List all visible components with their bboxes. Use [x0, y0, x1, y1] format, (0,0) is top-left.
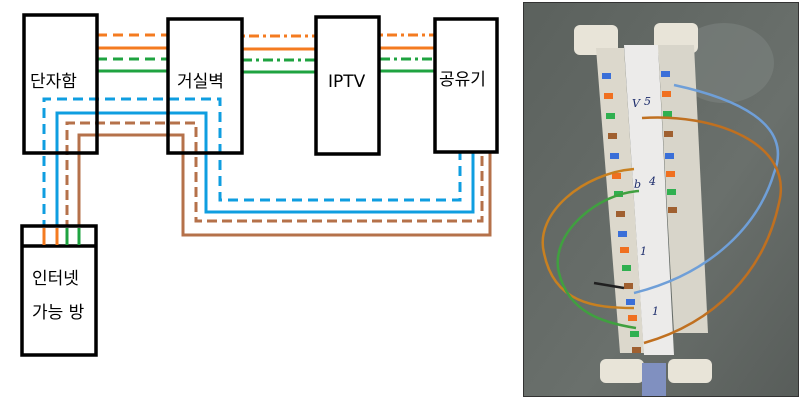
panel-label-strip	[624, 45, 674, 355]
panel-mark: 1	[652, 305, 659, 318]
loop-links	[42, 97, 492, 237]
boxes	[20, 13, 499, 357]
brown-loop	[77, 133, 492, 237]
mount-tab-bottom-right	[668, 359, 712, 383]
living-wall-label: 거실벽	[177, 72, 224, 92]
terminal-label: 단자함	[30, 72, 77, 92]
cable-loops	[541, 83, 783, 345]
panel-mark: 1	[640, 245, 647, 258]
top-links	[97, 33, 434, 74]
terminal-box	[22, 13, 99, 155]
router-label: 공유기	[439, 70, 486, 90]
room-label-line2: 가능 방	[32, 303, 85, 323]
blue-dashed-loop	[42, 97, 462, 230]
orange-cable-right	[641, 116, 783, 345]
cable-bundle	[642, 363, 666, 396]
right-punch-blocks	[661, 71, 677, 213]
orange-cable-left	[541, 167, 635, 310]
brown-dashed-loop	[65, 121, 484, 230]
green-cable-left	[556, 189, 640, 330]
wiring-diagram: 단자함 거실벽 IPTV 공유기 인터넷 가능 방	[20, 13, 499, 357]
room-label-line1: 인터넷	[32, 269, 79, 289]
mount-tab-bottom-left	[600, 359, 644, 383]
panel-mark: 5	[644, 95, 651, 108]
panel-mark: b	[634, 178, 641, 191]
panel-body-left	[596, 48, 644, 353]
router-box	[433, 17, 499, 154]
patch-panel-photo: V 5 b 4 1 1	[523, 2, 799, 397]
iptv-box	[314, 15, 381, 156]
patch-panel-illustration: V 5 b 4 1 1	[524, 3, 798, 396]
living-wall-box	[166, 17, 244, 155]
room-jack-wires	[42, 228, 81, 245]
iptv-label: IPTV	[328, 72, 366, 92]
blue-loop	[55, 111, 475, 230]
panel-mark: 4	[648, 175, 656, 188]
panel-mark: V	[632, 97, 641, 110]
blue-cable	[633, 83, 780, 295]
mount-tab-top-left	[574, 25, 618, 55]
black-cable-stub	[593, 281, 625, 290]
